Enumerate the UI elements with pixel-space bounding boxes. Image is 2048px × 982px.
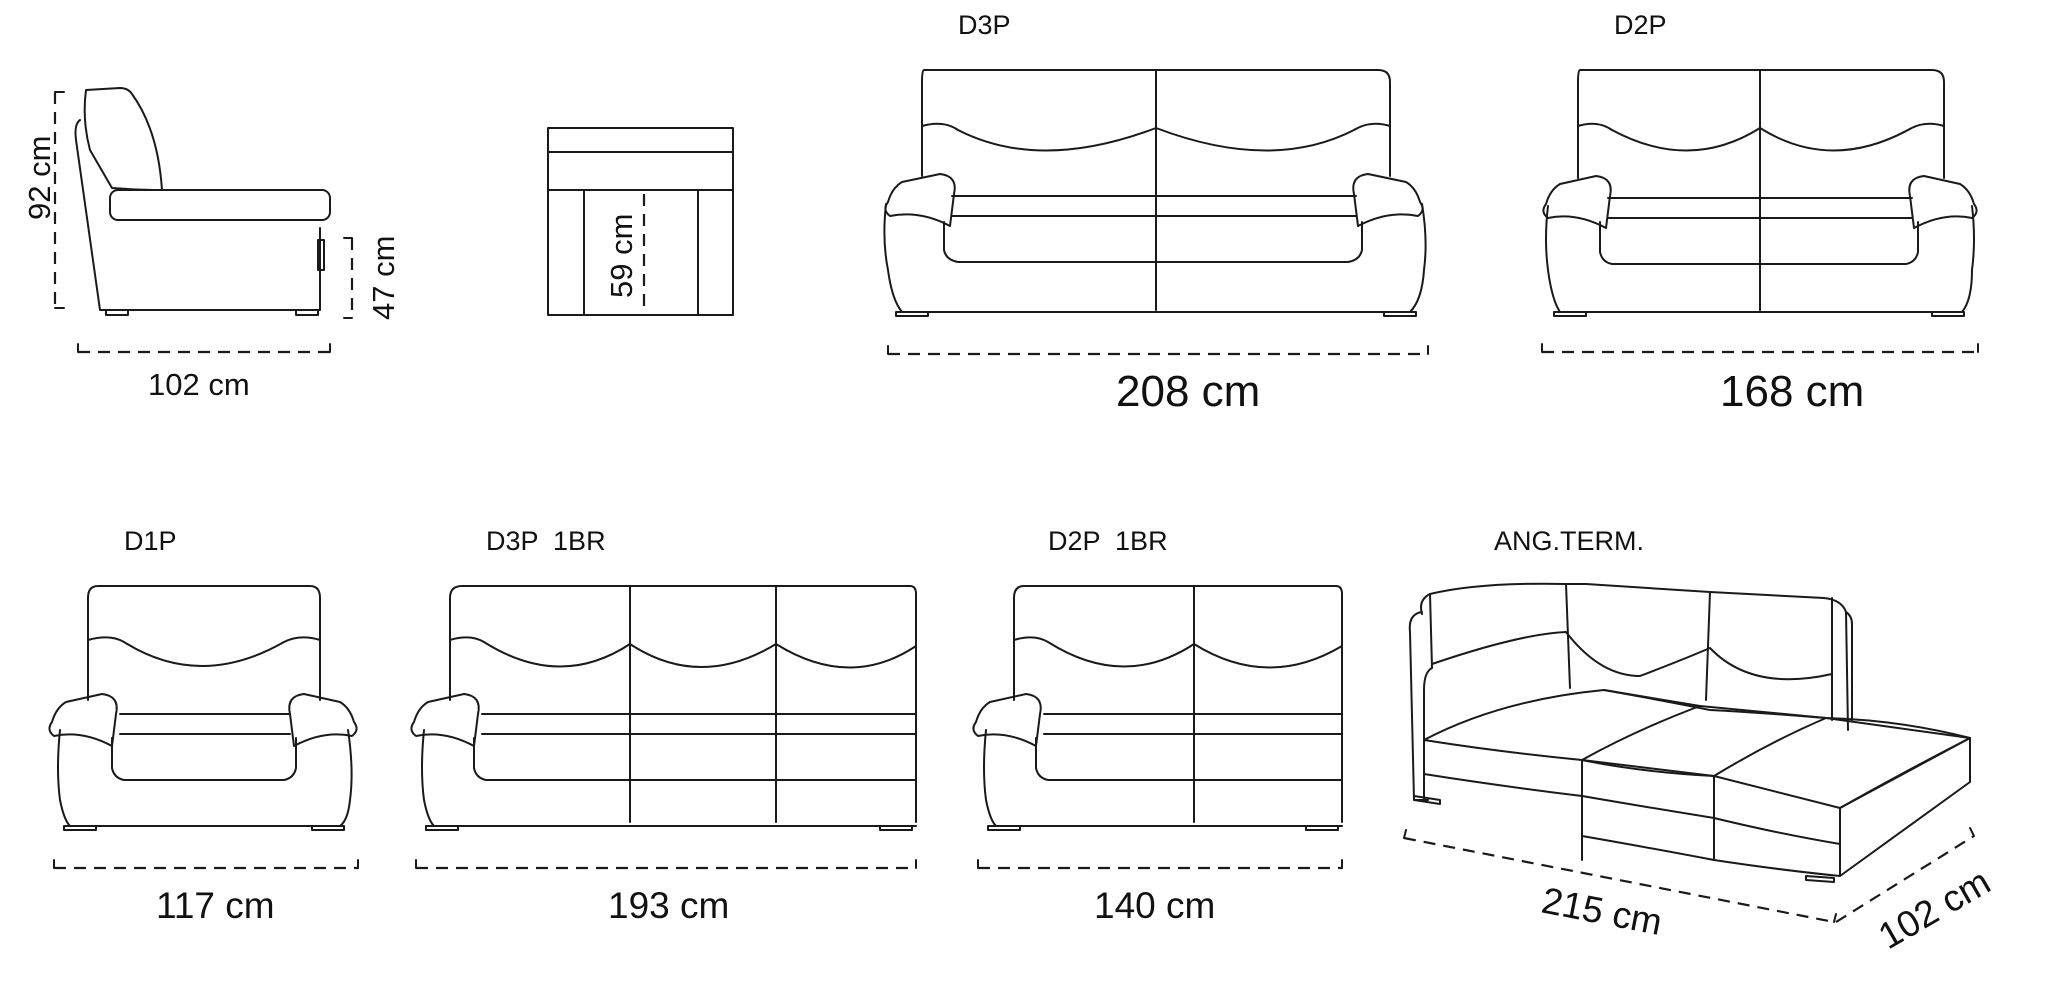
d3p-left-arm — [884, 173, 956, 227]
seat-depth-label: 59 cm — [604, 214, 639, 298]
d1p-left-arm — [48, 693, 118, 747]
d3p-1br-width: 193 cm — [608, 885, 729, 926]
ang-term-code: ANG.TERM. — [1494, 526, 1644, 556]
sofa-d3p: D3P 208 cm — [883, 10, 1429, 416]
d2p-width: 168 cm — [1720, 367, 1864, 416]
side-view-drawing: 92 cm 47 cm 102 cm — [22, 87, 401, 402]
seat-outline — [547, 127, 734, 316]
d3p-width: 208 cm — [1116, 367, 1260, 416]
d1p-code: D1P — [124, 526, 177, 556]
d2p-code: D2P — [1614, 10, 1667, 40]
ang-term-depth: 102 cm — [1872, 861, 1998, 957]
side-backrest — [83, 87, 163, 191]
d3p-1br-left-arm — [410, 693, 480, 747]
sofa-d3p-1br: D3P 1BR 193 cm — [410, 526, 917, 926]
sofa-ang-term: ANG.TERM. 215 cm 102 cm — [1403, 526, 1998, 957]
d3p-1br-code: D3P 1BR — [486, 526, 606, 556]
sofa-d2p-1br: D2P 1BR 140 cm — [972, 526, 1343, 926]
side-foot-back — [295, 309, 319, 316]
ang-term-width: 215 cm — [1538, 880, 1665, 943]
ang-depth-dimension-line — [1835, 835, 1975, 923]
d2p-left-arm — [1542, 175, 1612, 229]
sofa-d2p: D2P 168 cm — [1541, 10, 1979, 416]
d2p-1br-left-arm — [972, 693, 1042, 747]
d3p-code: D3P — [958, 10, 1011, 40]
side-seat-cushion — [109, 189, 331, 221]
side-body — [74, 119, 321, 311]
seat-height-label: 47 cm — [366, 236, 401, 320]
d2p-1br-width: 140 cm — [1094, 885, 1215, 926]
d1p-right-arm — [288, 693, 358, 747]
d2p-1br-code: D2P 1BR — [1048, 526, 1168, 556]
ang-width-dimension-line — [1403, 836, 1835, 924]
side-mechanism — [317, 239, 325, 271]
d2p-right-arm — [1908, 175, 1978, 229]
seat-view-drawing: 59 cm — [547, 127, 734, 316]
side-foot-front — [105, 309, 129, 316]
d1p-width: 117 cm — [156, 885, 275, 926]
side-depth-label: 102 cm — [148, 367, 250, 402]
side-height-label: 92 cm — [22, 136, 57, 220]
d3p-right-arm — [1352, 173, 1424, 227]
armchair-d1p: D1P 117 cm — [48, 526, 359, 926]
